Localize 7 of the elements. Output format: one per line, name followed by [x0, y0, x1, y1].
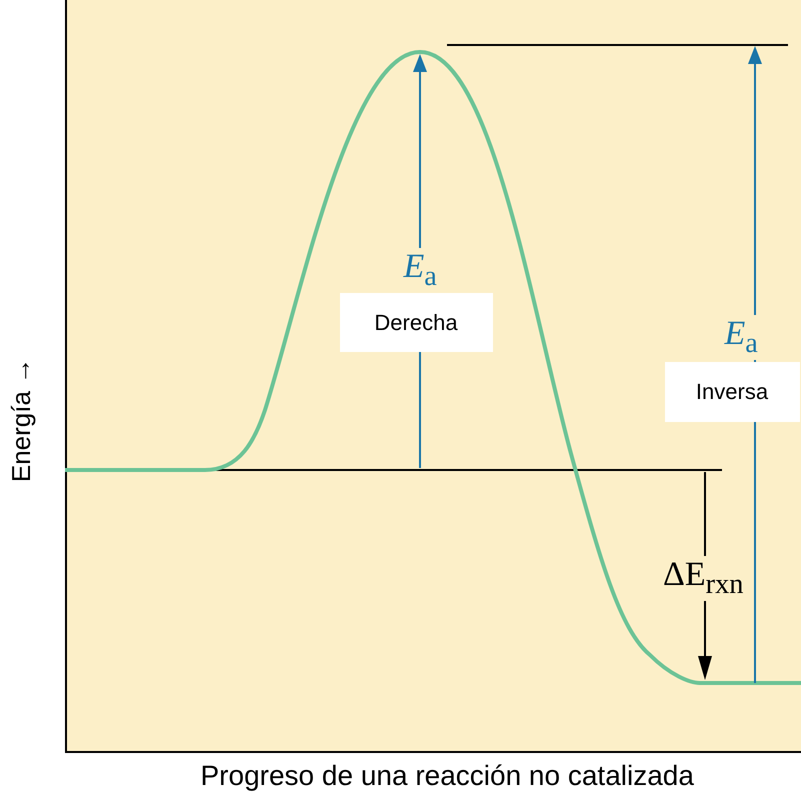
energy-symbol: E$_{a}$ — [722, 315, 760, 360]
energy-symbol: ΔE$_{rxn}$ — [661, 556, 746, 602]
axis-title: Energía → — [8, 358, 34, 482]
axis-title: Progreso de una reacción no catalizada — [200, 762, 694, 790]
arrow-label: Inversa — [664, 362, 800, 422]
energy-symbol: E$_{a}$ — [402, 248, 439, 294]
arrow-label: Derecha — [340, 293, 492, 352]
